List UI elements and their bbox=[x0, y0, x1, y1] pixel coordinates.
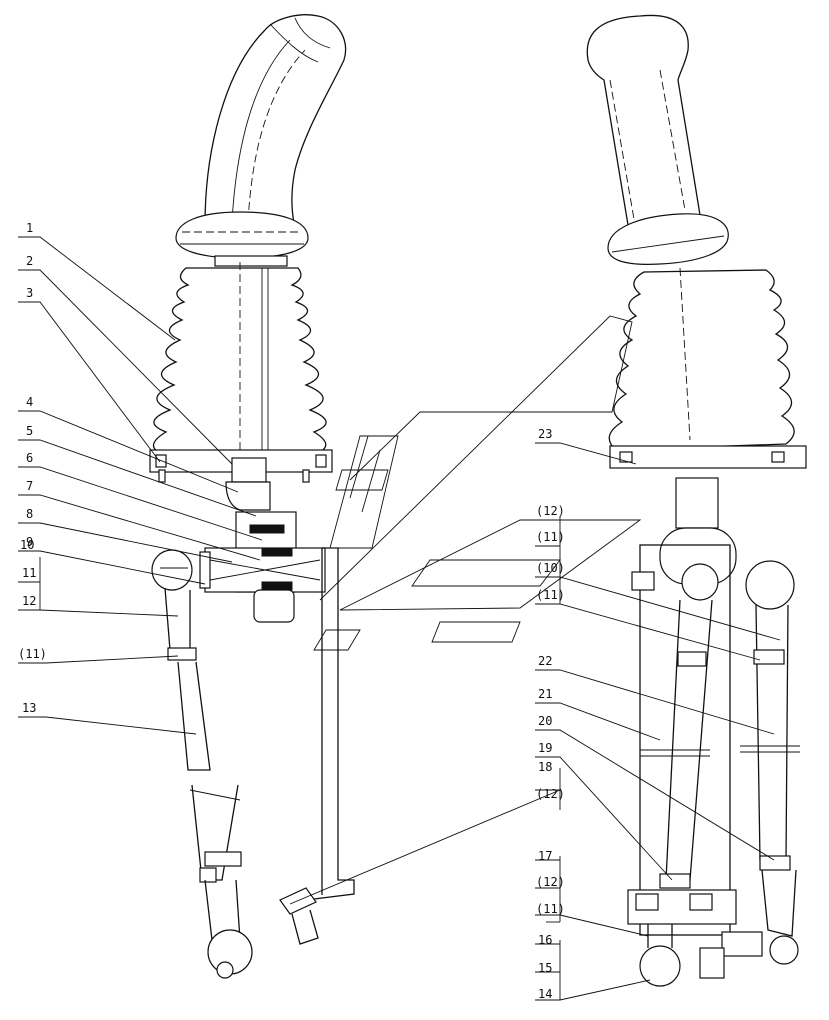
callout-6: 6 bbox=[26, 451, 33, 465]
callout-12-ref-c: (12) bbox=[536, 875, 565, 889]
callout-18: 18 bbox=[538, 760, 552, 774]
callout-15: 15 bbox=[538, 961, 552, 975]
callout-11: 11 bbox=[22, 566, 36, 580]
callout-2: 2 bbox=[26, 254, 33, 268]
callout-4: 4 bbox=[26, 395, 33, 409]
callout-3: 3 bbox=[26, 286, 33, 300]
callout-13: 13 bbox=[22, 701, 36, 715]
right-callouts: 23 (12) (11) (10) (11) 22 21 20 19 18 (1… bbox=[536, 427, 565, 1001]
callout-9: 9 bbox=[26, 535, 33, 549]
callout-8: 8 bbox=[26, 507, 33, 521]
callout-11-ref: (11) bbox=[18, 647, 47, 661]
callout-17: 17 bbox=[538, 849, 552, 863]
leader-lines bbox=[18, 236, 781, 1001]
callout-1: 1 bbox=[26, 221, 33, 235]
callout-20: 20 bbox=[538, 714, 552, 728]
callout-11-ref-c: (11) bbox=[536, 902, 565, 916]
callout-16: 16 bbox=[538, 933, 552, 947]
callout-7: 7 bbox=[26, 479, 33, 493]
callout-5: 5 bbox=[26, 424, 33, 438]
left-lever-assembly bbox=[149, 14, 355, 979]
callout-12: 12 bbox=[22, 594, 36, 608]
callout-22: 22 bbox=[538, 654, 552, 668]
callout-14: 14 bbox=[538, 987, 552, 1001]
callout-10: 10 bbox=[20, 538, 34, 552]
left-callouts: 1 2 3 4 5 6 7 8 9 10 11 12 (11) 13 bbox=[18, 221, 47, 715]
callout-21: 21 bbox=[538, 687, 552, 701]
callout-12-ref-b: (12) bbox=[536, 787, 565, 801]
flow-arrows bbox=[313, 315, 642, 651]
callout-11-ref-a: (11) bbox=[536, 530, 565, 544]
right-lever-assembly bbox=[586, 14, 807, 987]
callout-19: 19 bbox=[538, 741, 552, 755]
callout-12-ref-a: (12) bbox=[536, 504, 565, 518]
callout-11-ref-b: (11) bbox=[536, 588, 565, 602]
callout-10-ref: (10) bbox=[536, 561, 565, 575]
callout-23: 23 bbox=[538, 427, 552, 441]
